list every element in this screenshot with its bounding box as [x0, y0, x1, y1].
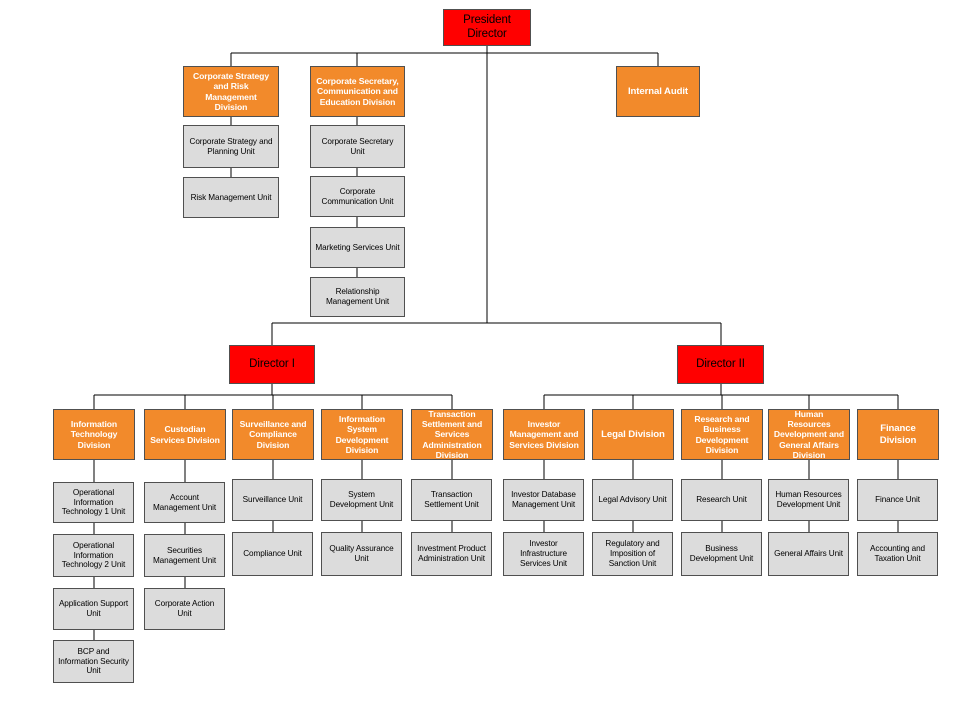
- director-1-box: Director I: [229, 345, 315, 384]
- unit-securities-management-unit: Securities Management Unit: [144, 534, 225, 577]
- corporate-secretary-division-box: Corporate Secretary, Communication and E…: [310, 66, 405, 117]
- unit-general-affairs-unit: General Affairs Unit: [768, 532, 849, 576]
- unit-surveillance-unit: Surveillance Unit: [232, 479, 313, 521]
- unit-relationship-management-unit: Relationship Management Unit: [310, 277, 405, 317]
- unit-system-development-unit: System Development Unit: [321, 479, 402, 521]
- division-custodian-services-division: Custodian Services Division: [144, 409, 226, 460]
- unit-corporate-communication-unit: Corporate Communication Unit: [310, 176, 405, 217]
- division-research-and-business-development-division: Research and Business Development Divisi…: [681, 409, 763, 460]
- division-transaction-settlement-and-services-administration-division: Transaction Settlement and Services Admi…: [411, 409, 493, 460]
- unit-finance-unit: Finance Unit: [857, 479, 938, 521]
- unit-application-support-unit: Application Support Unit: [53, 588, 134, 630]
- unit-operational-information-technology-2-unit: Operational Information Technology 2 Uni…: [53, 534, 134, 577]
- unit-bcp-and-information-security-unit: BCP and Information Security Unit: [53, 640, 134, 683]
- division-surveillance-and-compliance-division: Surveillance and Compliance Division: [232, 409, 314, 460]
- unit-investment-product-administration-unit: Investment Product Administration Unit: [411, 532, 492, 576]
- director-2-box: Director II: [677, 345, 764, 384]
- unit-legal-advisory-unit: Legal Advisory Unit: [592, 479, 673, 521]
- division-human-resources-development-and-general-affairs-division: Human Resources Development and General …: [768, 409, 850, 460]
- unit-research-unit: Research Unit: [681, 479, 762, 521]
- unit-regulatory-and-imposition-of-sanction-unit: Regulatory and Imposition of Sanction Un…: [592, 532, 673, 576]
- unit-quality-assurance-unit: Quality Assurance Unit: [321, 532, 402, 576]
- unit-account-management-unit: Account Management Unit: [144, 482, 225, 523]
- unit-business-development-unit: Business Development Unit: [681, 532, 762, 576]
- division-investor-management-and-services-division: Investor Management and Services Divisio…: [503, 409, 585, 460]
- unit-compliance-unit: Compliance Unit: [232, 532, 313, 576]
- corporate-strategy-division-box: Corporate Strategy and Risk Management D…: [183, 66, 279, 117]
- division-finance-division: Finance Division: [857, 409, 939, 460]
- unit-investor-database-management-unit: Investor Database Management Unit: [503, 479, 584, 521]
- unit-investor-infrastructure-services-unit: Investor Infrastructure Services Unit: [503, 532, 584, 576]
- division-legal-division: Legal Division: [592, 409, 674, 460]
- unit-operational-information-technology-1-unit: Operational Information Technology 1 Uni…: [53, 482, 134, 523]
- unit-corporate-secretary-unit: Corporate Secretary Unit: [310, 125, 405, 168]
- unit-risk-management-unit: Risk Management Unit: [183, 177, 279, 218]
- unit-human-resources-development-unit: Human Resources Development Unit: [768, 479, 849, 521]
- unit-corporate-action-unit: Corporate Action Unit: [144, 588, 225, 630]
- division-information-system-development-division: Information System Development Division: [321, 409, 403, 460]
- unit-accounting-and-taxation-unit: Accounting and Taxation Unit: [857, 532, 938, 576]
- unit-marketing-services-unit: Marketing Services Unit: [310, 227, 405, 268]
- division-information-technology-division: Information Technology Division: [53, 409, 135, 460]
- unit-corporate-strategy-and-planning-unit: Corporate Strategy and Planning Unit: [183, 125, 279, 168]
- unit-transaction-settlement-unit: Transaction Settlement Unit: [411, 479, 492, 521]
- internal-audit-box: Internal Audit: [616, 66, 700, 117]
- president-director-box: President Director: [443, 9, 531, 46]
